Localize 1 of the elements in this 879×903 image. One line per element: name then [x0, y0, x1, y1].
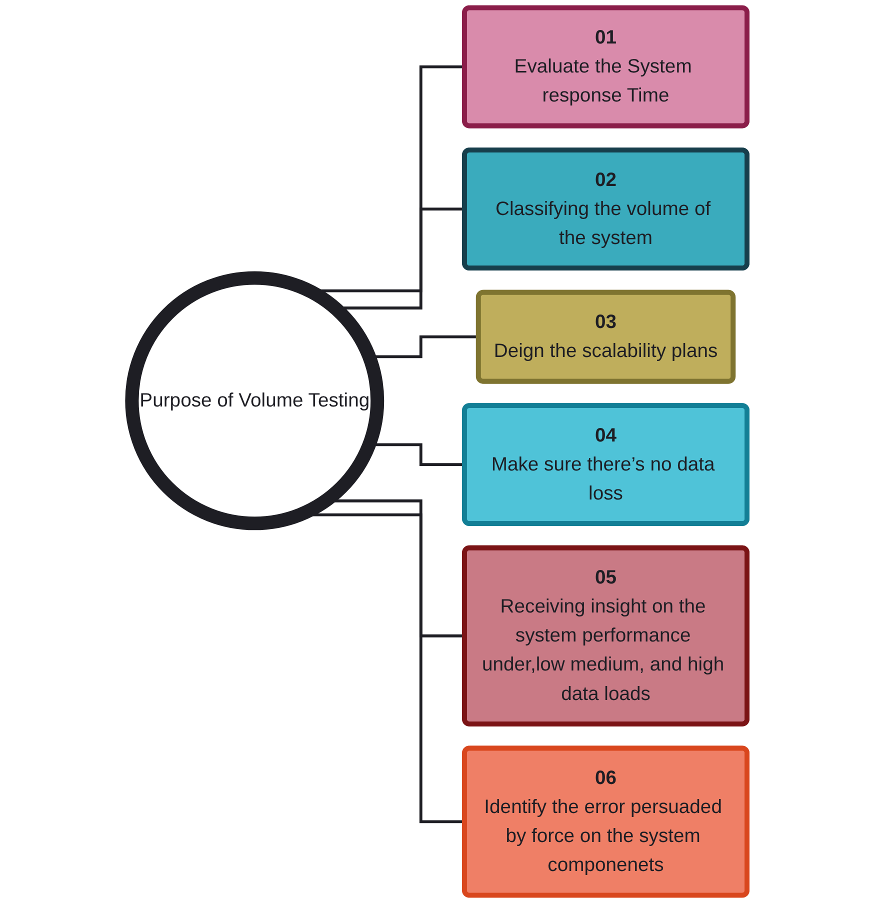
node-circle: Purpose of Volume Testing [125, 271, 384, 530]
